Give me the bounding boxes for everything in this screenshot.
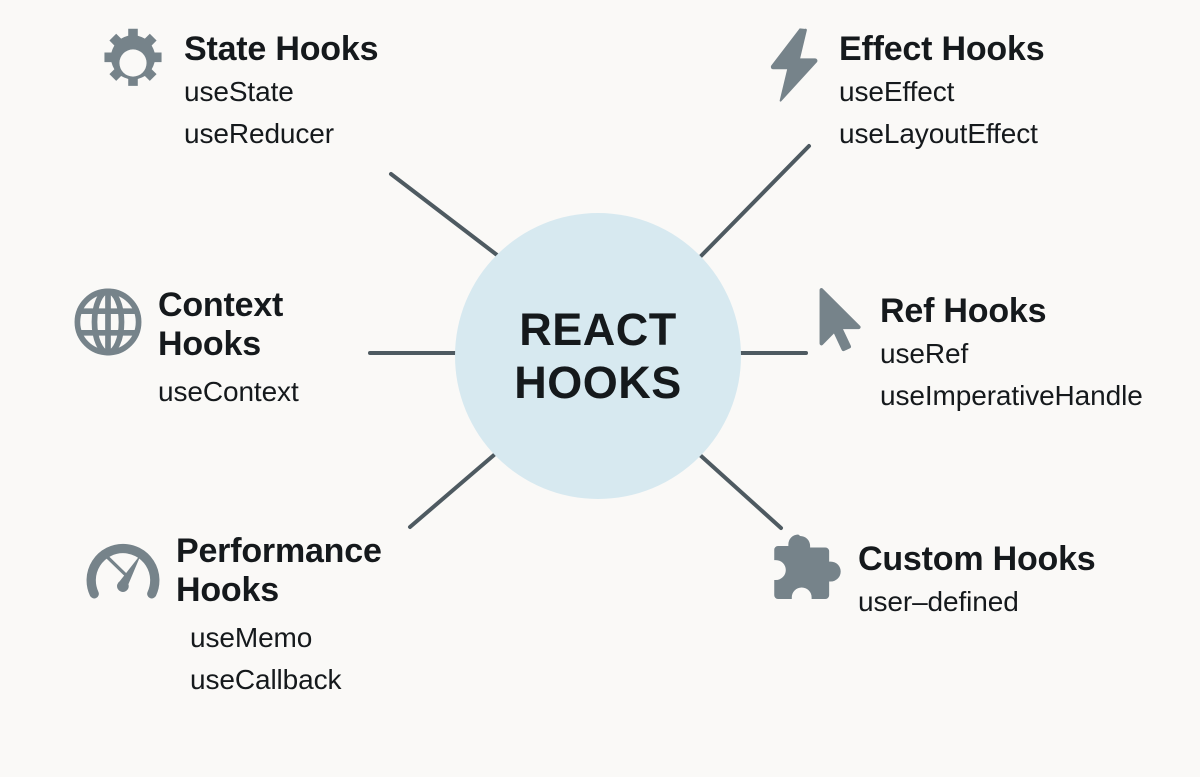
branch-title: Custom Hooks [858, 540, 1096, 578]
spoke-to-effect-hooks [699, 144, 811, 258]
list-item: useMemo [190, 621, 313, 653]
branch-context-hooks: Context Hooks useContext [72, 286, 299, 413]
list-item: useEffect [839, 76, 955, 108]
branch-item-list: useEffect useLayoutEffect [839, 71, 1044, 155]
spoke-to-state-hooks [389, 172, 499, 257]
puzzle-piece-icon [772, 534, 844, 609]
branch-item-list: user–defined [858, 581, 1096, 623]
branch-title: State Hooks [184, 30, 379, 68]
branch-body: Ref Hooks useRef useImperativeHandle [880, 286, 1143, 417]
branch-item-list: useState useReducer [184, 71, 378, 155]
cursor-arrow-icon [818, 286, 866, 357]
branch-body: Custom Hooks user–defined [858, 534, 1096, 623]
branch-title: Ref Hooks [880, 292, 1047, 330]
spoke-to-custom-hooks [698, 453, 783, 530]
list-item: useReducer [184, 118, 334, 150]
branch-body: Context Hooks useContext [158, 286, 299, 413]
branch-item-list: useRef useImperativeHandle [880, 333, 1143, 417]
branch-title: Effect Hooks [839, 30, 1045, 68]
hub-title-line-1: REACT [519, 303, 677, 355]
branch-body: Effect Hooks useEffect useLayoutEffect [839, 26, 1045, 155]
branch-ref-hooks: Ref Hooks useRef useImperativeHandle [818, 286, 1143, 417]
branch-item-list: useContext [158, 371, 299, 413]
list-item: useLayoutEffect [839, 118, 1038, 150]
branch-title: Context Hooks [158, 286, 284, 364]
branch-title: Performance Hooks [176, 532, 382, 610]
branch-body: Performance Hooks useMemo useCallback [176, 532, 382, 701]
globe-icon [72, 286, 144, 363]
branch-state-hooks: State Hooks useState useReducer [96, 26, 378, 155]
branch-performance-hooks: Performance Hooks useMemo useCallback [84, 532, 382, 701]
spoke-to-performance-hooks [408, 453, 496, 529]
hub-react-hooks: REACT HOOKS [455, 213, 741, 499]
list-item: useImperativeHandle [880, 380, 1143, 412]
branch-custom-hooks: Custom Hooks user–defined [772, 534, 1096, 623]
gear-icon [96, 26, 170, 105]
list-item: useState [184, 76, 294, 108]
hub-title-line-2: HOOKS [514, 357, 682, 408]
lightning-bolt-icon [763, 26, 825, 109]
branch-effect-hooks: Effect Hooks useEffect useLayoutEffect [763, 26, 1045, 155]
list-item: useCallback [190, 663, 342, 695]
list-item: user–defined [858, 586, 1019, 618]
branch-item-list: useMemo useCallback [190, 617, 382, 701]
list-item: useContext [158, 375, 299, 407]
branch-body: State Hooks useState useReducer [184, 26, 378, 155]
list-item: useRef [880, 338, 969, 370]
gauge-icon [84, 532, 162, 609]
